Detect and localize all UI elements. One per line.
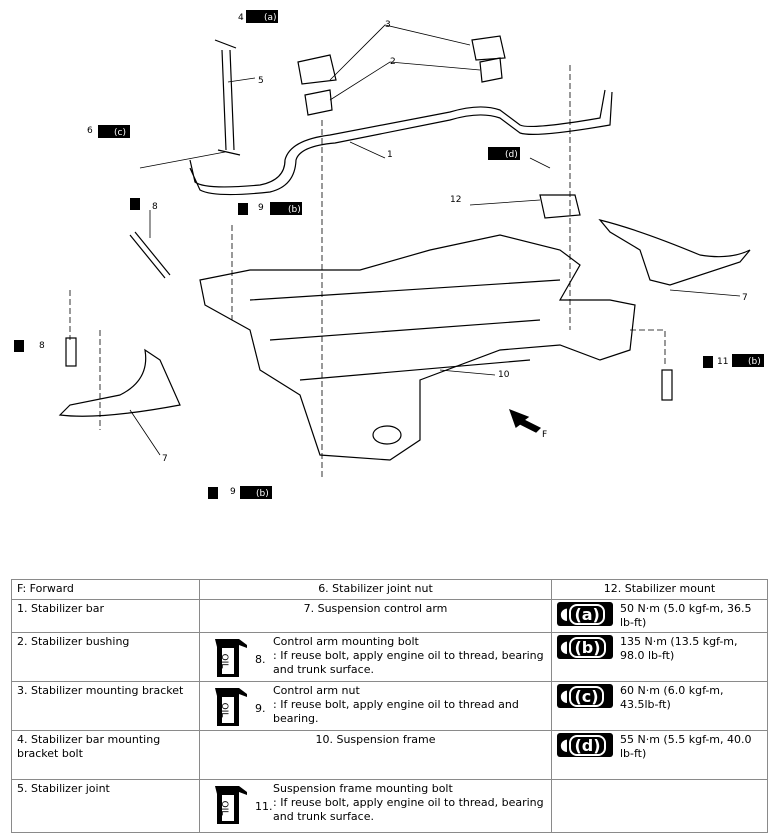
torque-a-value: 50 N·m (5.0 kgf-m, 36.5 lb-ft) bbox=[620, 602, 752, 629]
legend-cell: 10. Suspension frame bbox=[199, 730, 552, 780]
legend-cell: 7. Suspension control arm bbox=[199, 599, 552, 633]
callout-9-bottom: 9 bbox=[230, 487, 236, 497]
callout-3: 3 bbox=[385, 20, 391, 30]
oil-marker-8-left bbox=[14, 340, 24, 352]
legend-cell: 1. Stabilizer bar bbox=[11, 599, 200, 633]
torque-c-icon: ◖(c) bbox=[557, 684, 613, 708]
oil-marker-8-top bbox=[130, 198, 140, 210]
legend-cell-empty bbox=[551, 779, 768, 833]
callout-8-left: 8 bbox=[39, 341, 45, 351]
legend-cell: 2. Stabilizer bushing bbox=[11, 632, 200, 682]
oil-can-icon: OIL 8. bbox=[205, 635, 266, 679]
torque-tag-d: (d) bbox=[505, 150, 518, 160]
mount-bolt-right bbox=[661, 369, 673, 401]
stabilizer-bushing bbox=[304, 57, 503, 116]
torque-d-icon: ◖(d) bbox=[557, 733, 613, 757]
torque-tag-b-top: (b) bbox=[288, 205, 301, 215]
svg-text:OIL: OIL bbox=[219, 654, 229, 669]
torque-a-icon: ◖(a) bbox=[557, 602, 613, 626]
callout-2: 2 bbox=[390, 57, 396, 67]
control-arm-right bbox=[598, 218, 751, 286]
svg-text:OIL: OIL bbox=[219, 801, 229, 816]
oil-can-icon: OIL 9. bbox=[205, 684, 266, 728]
callout-6: 6 bbox=[87, 126, 93, 136]
oil-can-icon: OIL 11. bbox=[205, 782, 273, 826]
legend-cell: 4. Stabilizer bar mounting bracket bolt bbox=[11, 730, 200, 780]
svg-text:OIL: OIL bbox=[219, 703, 229, 718]
mount-bolt-left bbox=[65, 337, 77, 367]
torque-tag-b-right: (b) bbox=[748, 357, 761, 367]
stabilizer-mounting-bracket bbox=[297, 35, 506, 85]
parts-legend-table: F: Forward 6. Stabilizer joint nut 12. S… bbox=[11, 579, 768, 833]
torque-d-value: 55 N·m (5.5 kgf-m, 40.0 lb-ft) bbox=[620, 733, 752, 760]
stabilizer-bar bbox=[189, 89, 613, 196]
control-arm-bolt bbox=[129, 231, 171, 279]
callout-8-top: 8 bbox=[152, 202, 158, 212]
torque-tag-a: (a) bbox=[264, 13, 277, 23]
exploded-diagram: 1 2 3 4 5 6 7 7 8 8 9 9 10 11 12 F (a) (… bbox=[14, 10, 764, 499]
torque-c-value: 60 N·m (6.0 kgf-m, 43.5lb-ft) bbox=[620, 684, 724, 711]
legend-cell: 5. Stabilizer joint bbox=[11, 779, 200, 833]
stabilizer-mount bbox=[539, 194, 581, 219]
torque-cell-d: ◖(d) 55 N·m (5.5 kgf-m, 40.0 lb-ft) bbox=[551, 730, 768, 780]
legend-cell: F: Forward bbox=[11, 579, 200, 600]
legend-cell: 6. Stabilizer joint nut bbox=[199, 579, 552, 600]
callout-12: 12 bbox=[450, 195, 461, 205]
callout-1: 1 bbox=[387, 150, 393, 160]
suspension-frame bbox=[199, 234, 636, 461]
control-arm-left bbox=[58, 348, 181, 417]
legend-cell: 3. Stabilizer mounting bracket bbox=[11, 681, 200, 731]
torque-cell-a: ◖(a) 50 N·m (5.0 kgf-m, 36.5 lb-ft) bbox=[551, 599, 768, 633]
oil-marker-9-bottom bbox=[208, 487, 218, 499]
callout-9-top: 9 bbox=[258, 203, 264, 213]
callout-11: 11 bbox=[717, 357, 728, 367]
callout-7-left: 7 bbox=[162, 454, 168, 464]
callout-4: 4 bbox=[238, 13, 244, 23]
callout-10: 10 bbox=[498, 370, 510, 380]
torque-cell-b: ◖(b) 135 N·m (13.5 kgf-m, 98.0 lb-ft) bbox=[551, 632, 768, 682]
oil-item-8: OIL 8. Control arm mounting bolt: If reu… bbox=[199, 632, 552, 682]
torque-cell-c: ◖(c) 60 N·m (6.0 kgf-m, 43.5lb-ft) bbox=[551, 681, 768, 731]
oil-marker-11 bbox=[703, 356, 713, 368]
oil-marker-9-top bbox=[238, 203, 248, 215]
oil-item-9: OIL 9. Control arm nut: If reuse bolt, a… bbox=[199, 681, 552, 731]
callout-forward: F bbox=[542, 430, 547, 440]
torque-tag-c: (c) bbox=[114, 128, 126, 138]
forward-arrow bbox=[508, 408, 542, 433]
torque-tag-b-bottom: (b) bbox=[256, 489, 269, 499]
torque-b-icon: ◖(b) bbox=[557, 635, 613, 659]
torque-b-value: 135 N·m (13.5 kgf-m, 98.0 lb-ft) bbox=[620, 635, 738, 662]
callout-5: 5 bbox=[258, 76, 264, 86]
callout-7-right: 7 bbox=[742, 293, 748, 303]
legend-cell: 12. Stabilizer mount bbox=[551, 579, 768, 600]
oil-item-11: OIL 11. Suspension frame mounting bolt: … bbox=[199, 779, 552, 833]
stabilizer-joint bbox=[214, 39, 241, 156]
